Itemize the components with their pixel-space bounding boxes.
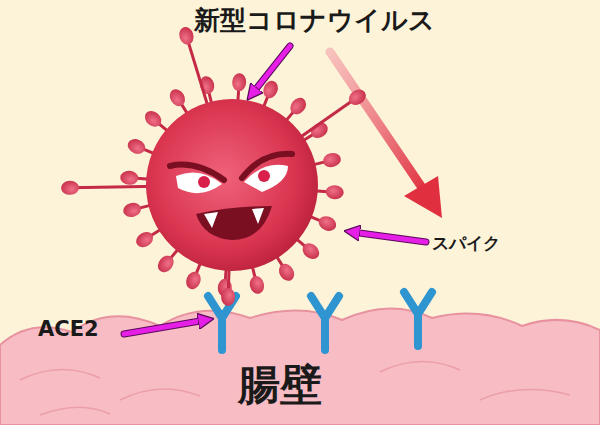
spike-knob — [61, 181, 79, 195]
leader-arrows — [124, 46, 426, 334]
spike-knob — [346, 86, 369, 108]
spike-knob — [177, 25, 196, 46]
spike-knob — [221, 288, 236, 306]
spike-knob — [300, 240, 323, 262]
spike-knob — [133, 229, 156, 250]
virus-face — [170, 154, 292, 240]
spike-label: スパイク — [432, 234, 500, 253]
wall-label: 腸壁 — [238, 362, 322, 408]
wall-texture — [20, 361, 570, 415]
spike-knob — [142, 108, 165, 130]
virus-body — [146, 99, 318, 271]
spike-knob — [126, 137, 148, 157]
spike-knob — [276, 261, 297, 284]
ace2-receptors — [208, 292, 432, 350]
virus-label: 新型コロナウイルス — [194, 6, 435, 35]
movement-arrow — [330, 52, 442, 218]
spike-knob — [120, 170, 139, 185]
spike-knob — [325, 185, 344, 200]
spike-knob — [122, 201, 143, 219]
intestinal-wall — [0, 308, 600, 425]
spike-knob — [155, 253, 177, 276]
spike-knob — [167, 86, 188, 109]
spike-knob — [287, 95, 309, 118]
virus-spikes — [61, 25, 369, 306]
spike-knob — [232, 73, 247, 92]
spike-knob — [248, 275, 266, 296]
spike-knob — [317, 214, 339, 234]
spike-knob — [184, 270, 204, 292]
receptor-label: ACE2 — [38, 318, 99, 341]
spike-knob — [322, 151, 343, 169]
